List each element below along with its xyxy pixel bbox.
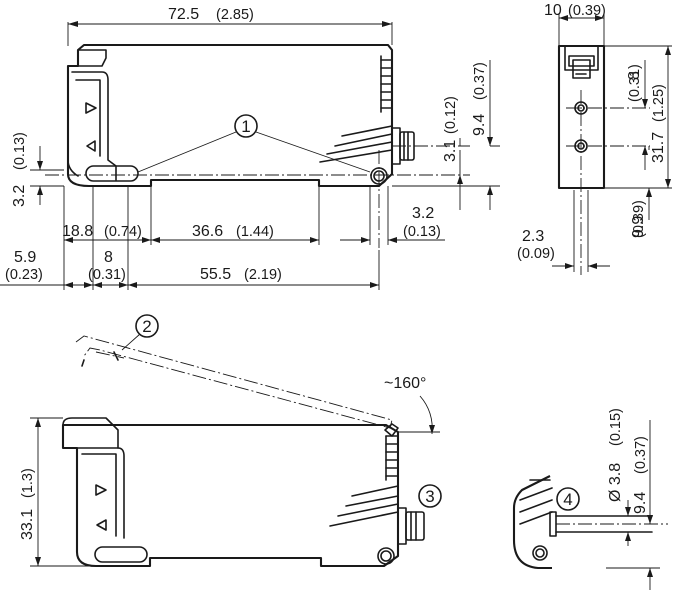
dim-hole-distance: 55.5 bbox=[200, 266, 231, 283]
dim-hole-dia: 3.2 bbox=[412, 205, 434, 222]
front-dimensions: 72.5 (2.85) 3.2 (0.13) 3.1 (0.12) 9.4 (0… bbox=[0, 6, 500, 290]
dim-cable-dia: Ø 3.8 bbox=[607, 463, 624, 502]
dim-total-height-in: (1.3) bbox=[20, 468, 36, 498]
front-housing-outline bbox=[66, 43, 394, 188]
dim-width-total-in: (2.85) bbox=[216, 7, 254, 23]
up-button-icon bbox=[85, 102, 97, 114]
side-dimensions: 10 (0.39) 31.7 (1.25) 8 (0.31) 9.9 (0.39… bbox=[517, 2, 672, 272]
dim-connector-offset: 9.4 bbox=[471, 114, 488, 136]
lower-up-button-icon bbox=[95, 484, 107, 496]
dim-connector-axis: 3.1 bbox=[442, 140, 459, 162]
lower-down-button-icon bbox=[96, 519, 107, 531]
callout-2 bbox=[135, 314, 159, 338]
dim-left-slot-height-in: (0.13) bbox=[12, 132, 28, 170]
dim-base-offset-in: (0.39) bbox=[631, 200, 647, 238]
dim-hole-pitch-in: (0.31) bbox=[627, 64, 643, 102]
dim-cable-dia-in: (0.15) bbox=[608, 408, 624, 446]
callout-3 bbox=[418, 484, 442, 508]
dim-slot-width: 8 bbox=[104, 249, 113, 266]
dim-depth-in: (0.39) bbox=[568, 3, 606, 19]
dim-height-mount: 31.7 bbox=[650, 132, 667, 163]
dim-left-slot-height: 3.2 bbox=[11, 185, 28, 207]
dim-connector-offset-in: (0.37) bbox=[472, 62, 488, 100]
cable-detail-view: 4 Ø 3.8 (0.15) 9.4 (0.37) bbox=[512, 408, 668, 590]
front-view: 1 bbox=[45, 43, 470, 248]
dim-side-offset: 2.3 bbox=[522, 228, 544, 245]
dim-depth: 10 bbox=[544, 2, 562, 19]
dim-hole-dia-in: (0.13) bbox=[403, 224, 441, 240]
front-panel bbox=[71, 71, 117, 181]
cable bbox=[555, 515, 653, 533]
dim-base-offset: 9.9 bbox=[630, 216, 647, 238]
dim-height-mount-in: (1.25) bbox=[651, 84, 667, 122]
dim-total-height: 33.1 bbox=[19, 509, 36, 540]
callout-4 bbox=[556, 487, 580, 511]
mounting-slot bbox=[85, 165, 139, 182]
dim-side-offset-in: (0.09) bbox=[517, 246, 555, 262]
dim-hole-pitch: 8 bbox=[626, 71, 643, 80]
open-lid-outline bbox=[75, 335, 393, 429]
callout-1 bbox=[234, 114, 258, 138]
down-button-icon bbox=[86, 140, 96, 152]
callout-1-label: 1 bbox=[241, 117, 250, 136]
lower-mounting-slot bbox=[94, 546, 148, 563]
callout-3-label: 3 bbox=[425, 487, 434, 506]
open-lid-view: 2 3 ~160° 33.1 (1.3) bbox=[19, 314, 442, 568]
dim-edge-offset-in: (0.23) bbox=[5, 267, 43, 283]
callout-2-label: 2 bbox=[142, 317, 151, 336]
dim-cable-offset: 9.4 bbox=[632, 492, 649, 514]
dim-rail-span: 36.6 bbox=[192, 223, 223, 240]
dim-slot-length: 18.8 bbox=[62, 223, 93, 240]
cable-housing-fragment bbox=[512, 475, 552, 570]
cooling-fins bbox=[319, 55, 393, 163]
dim-hole-distance-in: (2.19) bbox=[244, 267, 282, 283]
dim-edge-offset: 5.9 bbox=[14, 249, 36, 266]
dim-lid-angle: ~160° bbox=[384, 375, 426, 392]
dim-cable-offset-in: (0.37) bbox=[633, 436, 649, 474]
dim-rail-span-in: (1.44) bbox=[236, 224, 274, 240]
dim-connector-axis-in: (0.12) bbox=[443, 96, 459, 134]
callout-4-label: 4 bbox=[563, 490, 572, 509]
dim-width-total: 72.5 bbox=[168, 6, 199, 23]
lower-housing-outline bbox=[61, 423, 400, 568]
dim-slot-width-in: (0.31) bbox=[88, 267, 126, 283]
dim-slot-length-in: (0.74) bbox=[104, 224, 142, 240]
lower-mounting-hole bbox=[377, 547, 395, 565]
